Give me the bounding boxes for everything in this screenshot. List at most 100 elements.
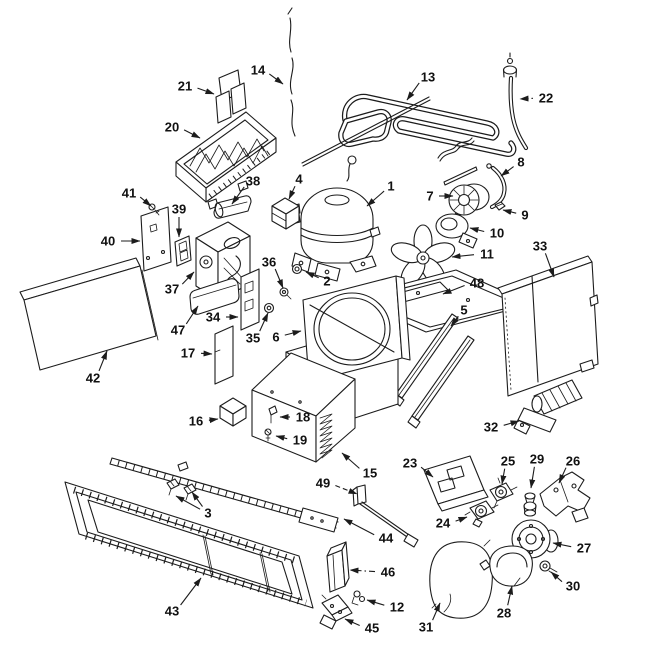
- callout-label-12: 12: [390, 600, 404, 615]
- callout-label-10: 10: [490, 226, 504, 241]
- callout-label-30: 30: [566, 579, 580, 594]
- part-28-housing: [479, 545, 533, 587]
- callout-arrow-42: [98, 350, 108, 372]
- part-45-bracket: [319, 594, 353, 630]
- part-19-screw: [264, 428, 272, 442]
- callout-arrow-3: [175, 495, 201, 510]
- callout-arrow-11: [451, 253, 475, 260]
- callout-arrow-43: [180, 577, 202, 606]
- callout-arrow-17: [200, 350, 213, 357]
- callout-arrow-6: [284, 330, 302, 336]
- callout-arrow-26: [558, 467, 567, 484]
- callout-arrow-49: [335, 484, 358, 495]
- callout-arrow-37: [181, 271, 195, 285]
- part-40-control-board: [140, 206, 172, 272]
- part-17-plate: [214, 325, 234, 385]
- part-2-grommet: [291, 263, 303, 275]
- callout-label-24: 24: [436, 516, 451, 531]
- callout-label-3: 3: [204, 506, 211, 521]
- tube-fittings: [437, 137, 478, 186]
- callout-label-31: 31: [419, 620, 433, 635]
- callout-arrow-2: [305, 271, 319, 279]
- part-43-toe-grille: [64, 481, 314, 609]
- callout-label-41: 41: [122, 186, 136, 201]
- callout-label-11: 11: [480, 247, 494, 262]
- callout-label-38: 38: [246, 174, 260, 189]
- part-7-condenser-fan-motor: [448, 183, 490, 225]
- part-24-valve: [464, 500, 499, 528]
- callout-label-8: 8: [517, 155, 524, 170]
- callout-arrow-21: [197, 87, 215, 95]
- part-22-fill-tube: [502, 52, 529, 151]
- callout-arrow-32: [503, 420, 520, 427]
- callout-label-2: 2: [323, 274, 330, 289]
- part-30-fitting: [539, 560, 558, 576]
- part-47-tray: [189, 278, 240, 315]
- callout-label-23: 23: [403, 456, 417, 471]
- part-9-nut: [494, 201, 506, 211]
- callout-label-35: 35: [246, 331, 260, 346]
- callout-arrow-25: [500, 468, 507, 485]
- callout-arrow-14: [268, 73, 284, 85]
- part-31-tank: [429, 539, 493, 619]
- callout-arrow-8: [500, 166, 514, 177]
- part-16-box: [219, 397, 247, 427]
- callout-label-16: 16: [189, 414, 203, 429]
- part-42-access-panel: [19, 257, 159, 371]
- callout-label-44: 44: [379, 531, 394, 546]
- callout-label-9: 9: [521, 208, 528, 223]
- callout-arrow-20: [183, 129, 201, 139]
- callout-arrow-10: [469, 227, 485, 233]
- part-14-capillary-tube: [287, 7, 296, 137]
- part-18-pin: [268, 405, 278, 424]
- callout-label-40: 40: [101, 234, 115, 249]
- part-26-bracket: [539, 471, 591, 523]
- callout-arrow-1: [366, 190, 385, 207]
- callout-label-34: 34: [206, 310, 221, 325]
- callout-label-45: 45: [365, 621, 379, 636]
- callout-label-26: 26: [566, 454, 580, 469]
- part-25-valve: [489, 477, 518, 509]
- callout-label-5: 5: [460, 303, 467, 318]
- callout-label-36: 36: [262, 255, 276, 270]
- callout-label-27: 27: [577, 541, 591, 556]
- callout-label-43: 43: [165, 604, 179, 619]
- callout-arrow-12: [366, 599, 385, 606]
- part-20-ice-container: [175, 111, 277, 210]
- callout-label-49: 49: [316, 476, 330, 491]
- callout-arrow-4: [288, 185, 296, 200]
- part-12-clip: [351, 590, 366, 606]
- callout-arrow-47: [185, 305, 199, 325]
- callout-arrow-44: [343, 518, 375, 536]
- part-49-bracket-rod: [352, 484, 419, 548]
- callout-label-13: 13: [421, 70, 435, 85]
- callout-arrow-48: [442, 284, 465, 295]
- callout-arrow-36: [274, 268, 284, 289]
- part-23-bracket-plate: [423, 455, 489, 512]
- callout-label-14: 14: [251, 63, 266, 78]
- callout-label-22: 22: [539, 91, 553, 106]
- callout-arrow-41: [139, 196, 152, 207]
- part-46-box: [326, 541, 350, 593]
- callout-label-21: 21: [178, 79, 192, 94]
- part-21-mounting-plates: [215, 69, 247, 124]
- grille-support-rail-44: [109, 457, 339, 533]
- callout-arrow-9: [502, 209, 517, 215]
- callout-arrow-22: [519, 95, 534, 102]
- part-5-support-rails: [391, 313, 475, 429]
- callout-arrow-29: [529, 466, 536, 489]
- callout-label-28: 28: [497, 606, 511, 621]
- callout-arrow-16: [208, 417, 219, 424]
- callout-label-18: 18: [296, 410, 310, 425]
- callout-arrow-19: [275, 435, 288, 441]
- part-36-grommet: [279, 287, 292, 300]
- callout-label-4: 4: [295, 172, 303, 187]
- callout-arrow-3: [191, 491, 203, 507]
- part-1-compressor: [290, 187, 381, 282]
- callout-label-42: 42: [86, 371, 100, 386]
- callout-label-47: 47: [171, 323, 185, 338]
- part-13-defrost-heater: [301, 93, 517, 182]
- callout-label-46: 46: [381, 565, 395, 580]
- callout-label-15: 15: [363, 466, 377, 481]
